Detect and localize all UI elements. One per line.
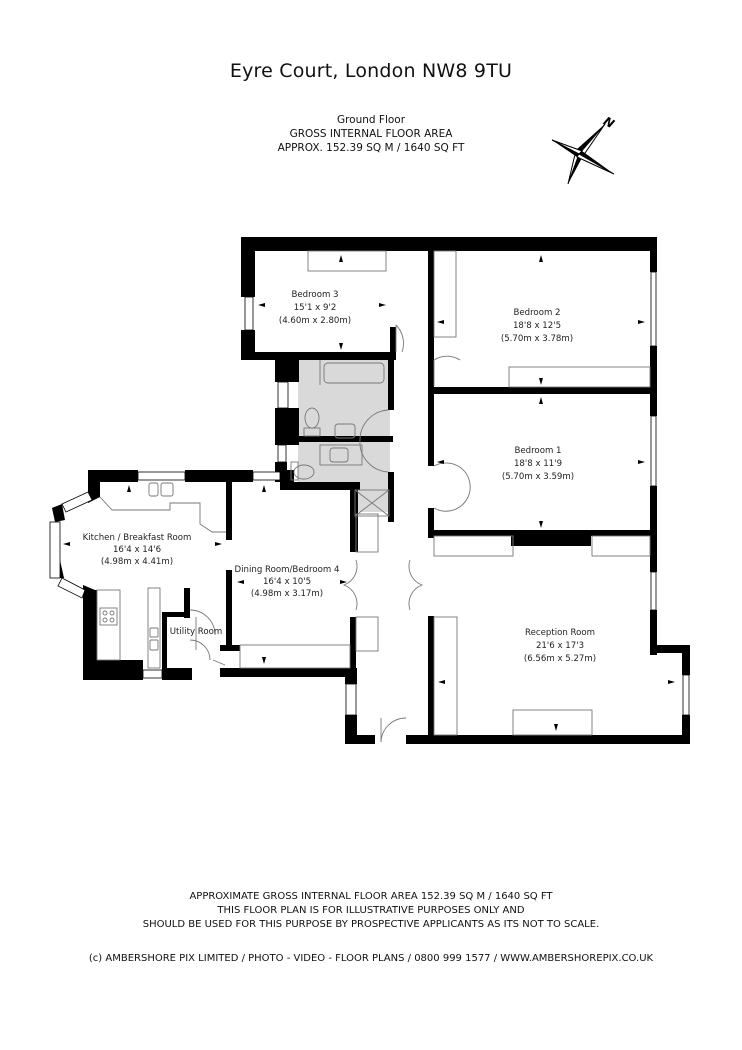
walls (52, 237, 690, 744)
area-label: GROSS INTERNAL FLOOR AREA (289, 128, 453, 140)
room-name-bedroom-1: Bedroom 1 (514, 446, 561, 456)
room-name-bedroom-2: Bedroom 2 (513, 308, 560, 318)
disclaimer-line-1: APPROXIMATE GROSS INTERNAL FLOOR AREA 15… (189, 891, 553, 902)
floor-name: Ground Floor (336, 114, 406, 126)
floor-summary: Ground Floor GROSS INTERNAL FLOOR AREA A… (0, 113, 742, 155)
room-metric-bedroom-3: (4.60m x 2.80m) (279, 316, 351, 326)
copyright-credit: (c) AMBERSHORE PIX LIMITED / PHOTO - VID… (88, 953, 654, 964)
area-value: APPROX. 152.39 SQ M / 1640 SQ FT (277, 142, 465, 154)
room-name-kitchen: Kitchen / Breakfast Room (83, 533, 192, 543)
room-labels: Bedroom 3 15'1 x 9'2 (4.60m x 2.80m) Bed… (83, 290, 597, 664)
windows (49, 271, 690, 716)
bathroom-area (298, 360, 390, 512)
page-title: Eyre Court, London NW8 9TU (229, 60, 513, 82)
room-name-bedroom-3: Bedroom 3 (291, 290, 338, 300)
room-metric-bedroom-1: (5.70m x 3.59m) (502, 472, 574, 482)
room-metric-bedroom-2: (5.70m x 3.78m) (501, 334, 573, 344)
room-imperial-bedroom-3: 15'1 x 9'2 (294, 303, 337, 313)
room-metric-dining: (4.98m x 3.17m) (251, 589, 323, 599)
fixtures (96, 250, 651, 743)
room-metric-kitchen: (4.98m x 4.41m) (101, 557, 173, 567)
disclaimer-line-2: THIS FLOOR PLAN IS FOR ILLUSTRATIVE PURP… (217, 905, 525, 916)
room-imperial-dining: 16'4 x 10'5 (263, 577, 311, 587)
room-imperial-bedroom-1: 18'8 x 11'9 (514, 459, 562, 469)
disclaimer: APPROXIMATE GROSS INTERNAL FLOOR AREA 15… (0, 890, 742, 932)
room-imperial-kitchen: 16'4 x 14'6 (113, 545, 161, 555)
north-arrow-compass-icon: N (551, 114, 617, 185)
room-metric-reception: (6.56m x 5.27m) (524, 654, 596, 664)
disclaimer-line-3: SHOULD BE USED FOR THIS PURPOSE BY PROSP… (142, 919, 600, 930)
room-name-dining: Dining Room/Bedroom 4 (235, 565, 340, 575)
dimension-markers (63, 255, 675, 731)
room-imperial-bedroom-2: 18'8 x 12'5 (513, 321, 561, 331)
room-imperial-reception: 21'6 x 17'3 (536, 641, 584, 651)
room-name-reception: Reception Room (525, 628, 595, 638)
room-name-utility: Utility Room (170, 627, 222, 637)
